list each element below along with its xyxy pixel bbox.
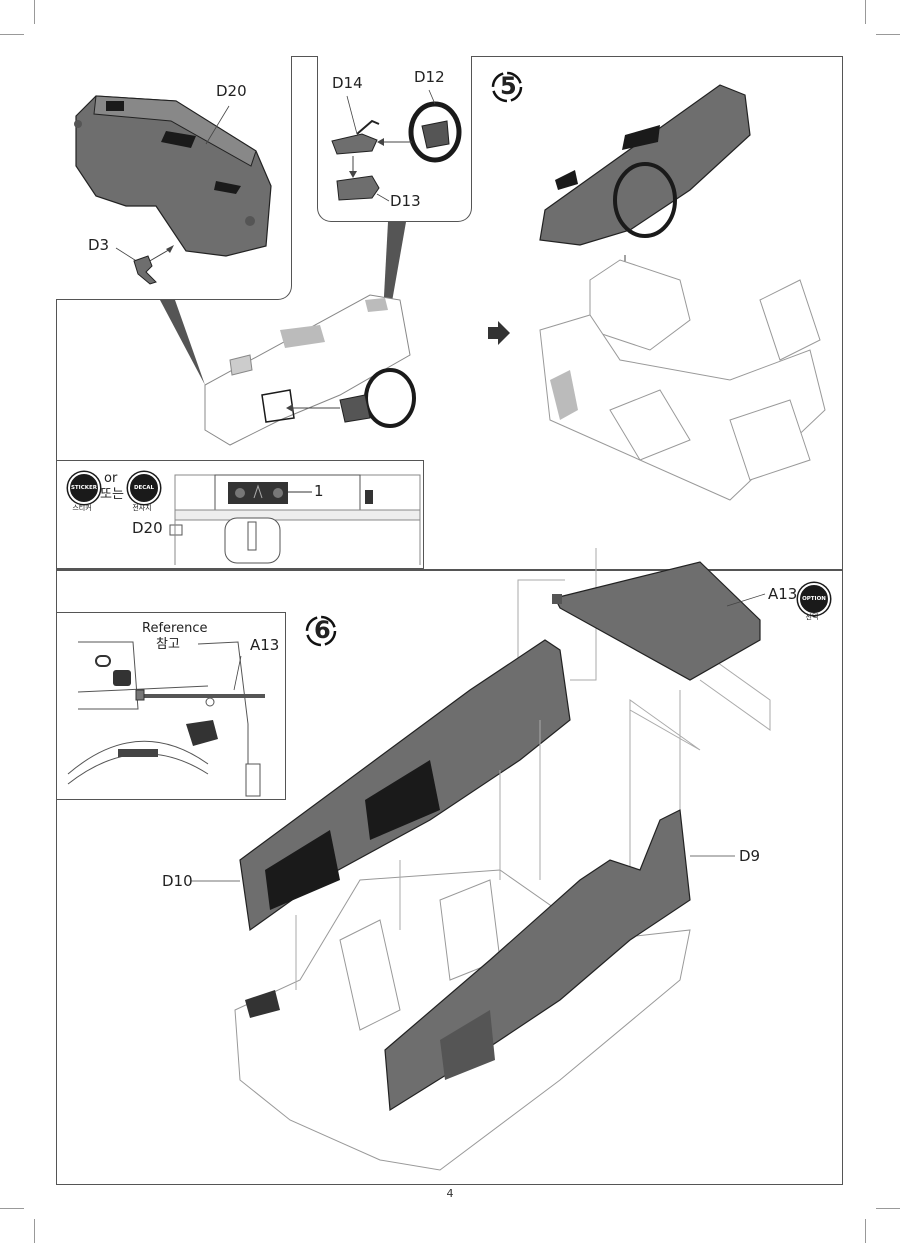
part-label-d20: D20 [216,82,247,100]
decal-badge: DECAL [128,472,160,504]
crop-mark [865,1219,866,1243]
decal-sub-label: 전사지 [132,504,152,512]
part-label-d3: D3 [88,236,110,254]
reference-title: Reference [142,621,208,636]
crop-mark [0,34,24,35]
step-number-5: 5 [500,72,517,100]
dashboard-d20-drawing [74,95,272,285]
crop-mark [876,1208,900,1209]
callout-number-1: 1 [314,482,324,500]
dashboard-front-drawing [169,474,421,565]
reference-drawing [67,641,265,797]
part-label-a13: A13 [250,636,280,654]
right-arrow-icon [488,321,510,345]
part-label-d20: D20 [132,519,163,537]
option-sub-label: 선택 [805,613,819,621]
part-label-d13: D13 [390,192,421,210]
section-divider [56,569,843,571]
step-number-badge [491,71,523,103]
crop-mark [34,0,35,24]
part-label-d14: D14 [332,74,363,92]
crop-mark [34,1219,35,1243]
or-label: or [104,471,118,486]
steering-parts-drawing [331,89,462,202]
page-number: 4 [446,1187,454,1200]
crop-mark [865,0,866,24]
sticker-sub-label: 스티커 [72,504,92,512]
part-label-d9: D9 [739,847,761,865]
option-badge: OPTION [798,583,830,615]
step-5-assembly-drawing [539,84,826,501]
part-label-a13: A13 [768,585,798,603]
step-number-badge [305,615,337,647]
or-label-korean: 또는 [100,487,124,502]
part-label-d12: D12 [414,68,445,86]
step-number-6: 6 [314,616,331,644]
crop-mark [876,34,900,35]
reference-title-korean: 참고 [156,637,180,652]
dashboard-assembly-drawing [204,294,416,446]
crop-mark [0,1208,24,1209]
part-label-d10: D10 [162,872,193,890]
sticker-badge: STICKER [68,472,100,504]
